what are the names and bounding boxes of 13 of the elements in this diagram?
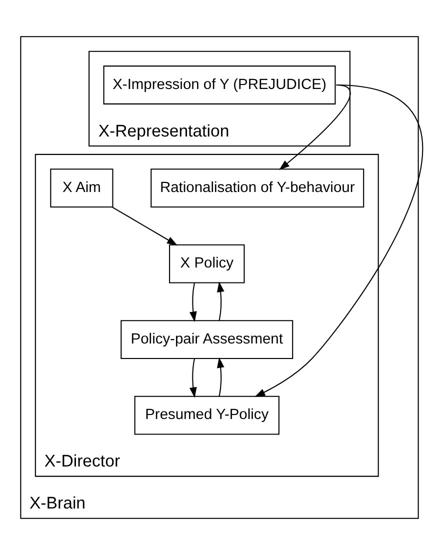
arrow <box>254 84 424 397</box>
arrow <box>189 358 197 398</box>
node-box: X-Impression of Y (PREJUDICE) <box>103 66 336 104</box>
node-box: X Aim <box>50 168 114 208</box>
arrow <box>217 282 224 321</box>
node-box: Policy-pair Assessment <box>120 320 294 360</box>
arrow <box>279 84 351 170</box>
arrow <box>112 206 178 246</box>
arrow <box>217 357 224 396</box>
node-box: X Policy <box>169 244 245 284</box>
node-box: Presumed Y-Policy <box>134 396 280 435</box>
arrow <box>189 282 197 322</box>
node-box: Rationalisation of Y-behaviour <box>150 168 364 208</box>
